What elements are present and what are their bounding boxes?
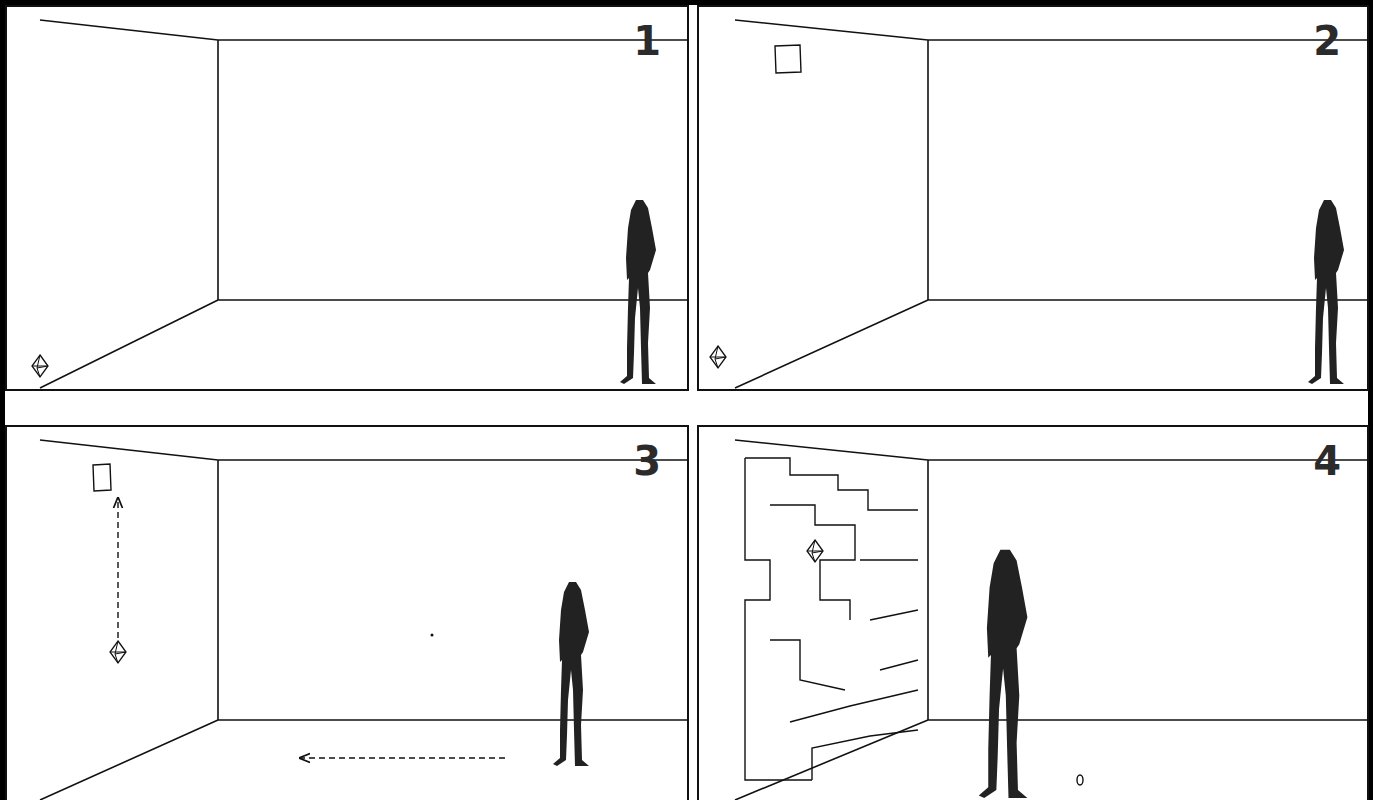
room-lines	[735, 440, 1368, 800]
room-lines	[40, 20, 688, 388]
goal-object	[807, 540, 823, 562]
panel-frame: 1	[5, 5, 689, 391]
dot	[431, 634, 434, 637]
person-silhouette	[1308, 200, 1344, 384]
panel-frame: 4	[697, 425, 1369, 800]
movement-arrow	[300, 757, 505, 758]
maze-walls	[745, 458, 918, 780]
panel-number: 3	[633, 441, 661, 481]
room-lines	[735, 20, 1368, 388]
goal-object	[32, 355, 48, 377]
panel-number: 2	[1313, 21, 1341, 61]
person-silhouette	[979, 550, 1028, 798]
wall-landmark	[93, 464, 111, 491]
movement-arrow	[117, 498, 118, 638]
goal-object	[710, 346, 726, 368]
room-lines	[40, 440, 688, 800]
goal-object	[110, 641, 126, 663]
wall-landmark	[775, 45, 801, 73]
person-silhouette	[553, 582, 589, 766]
panel-frame: 3	[5, 425, 689, 800]
panel-number: 1	[633, 21, 661, 61]
panel-number: 4	[1313, 441, 1341, 481]
panel-frame: 2	[697, 5, 1369, 391]
start-marker	[1077, 775, 1083, 785]
person-silhouette	[620, 200, 656, 384]
